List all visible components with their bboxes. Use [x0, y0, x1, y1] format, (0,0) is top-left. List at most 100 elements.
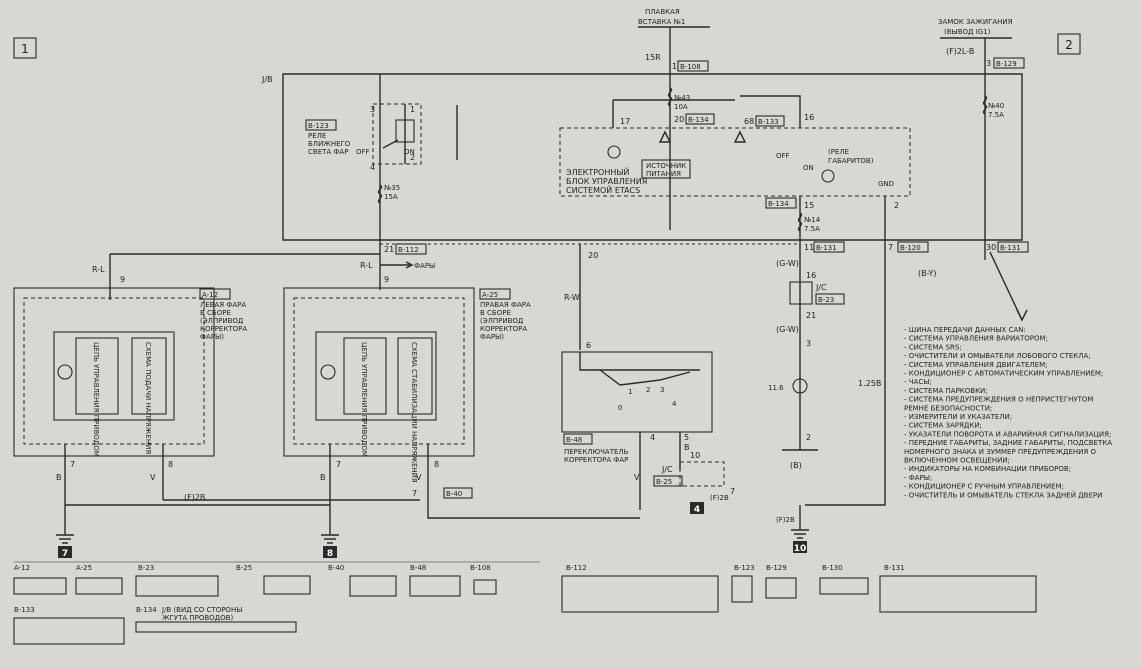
legend-b123: B-123 — [734, 564, 755, 572]
jc-b25: 10 J/C B-25 7 (F)2B 4 — [653, 451, 735, 515]
can-arrow-head — [1016, 309, 1028, 322]
svg-text:1.25B: 1.25B — [858, 379, 881, 388]
svg-text:J/C: J/C — [815, 283, 827, 292]
svg-text:J/C: J/C — [661, 465, 673, 474]
svg-text:7: 7 — [730, 487, 735, 496]
fuse43-symbol — [667, 87, 673, 107]
svg-text:ГАБАРИТОВ): ГАБАРИТОВ) — [828, 157, 874, 165]
can-list-item: - СИСТЕМА ПАРКОВКИ; — [904, 387, 988, 395]
svg-text:ФАРЫ): ФАРЫ) — [480, 333, 504, 341]
svg-text:17: 17 — [620, 117, 630, 126]
svg-text:5: 5 — [684, 433, 689, 442]
can-list-item: - СИСТЕМА ЗАРЯДКИ; — [904, 422, 982, 430]
svg-text:10A: 10A — [674, 103, 688, 111]
left-headlamp: ЦЕПЬ УПРАВЛЕНИЯ ПРИВОДОМ СХЕМА ПОДАЧИ НА… — [13, 275, 247, 525]
svg-text:GND: GND — [878, 180, 894, 188]
svg-text:2: 2 — [646, 386, 650, 394]
legend-b133: B-133 — [14, 606, 35, 614]
svg-text:РЕЛЕ: РЕЛЕ — [308, 132, 326, 140]
svg-text:ПИТАНИЯ: ПИТАНИЯ — [646, 170, 681, 178]
svg-text:20: 20 — [588, 251, 598, 260]
svg-text:V: V — [416, 473, 422, 482]
can-list-item: - СИСТЕМА ПРЕДУПРЕЖДЕНИЯ О НЕПРИСТЕГНУТО… — [904, 396, 1093, 404]
svg-text:30: 30 — [986, 243, 996, 252]
etacs-unit: 17 68 B-133 16 ИСТОЧНИК ПИТАНИЯ ЭЛЕКТРОН… — [559, 95, 911, 210]
svg-text:21: 21 — [806, 311, 816, 320]
svg-text:3: 3 — [986, 59, 991, 68]
svg-text:СХЕМА ПОДАЧИ НАПРЯЖЕНИЯ: СХЕМА ПОДАЧИ НАПРЯЖЕНИЯ — [144, 342, 152, 454]
fuse-insert-title-1: ПЛАВКАЯ — [645, 8, 680, 16]
legend-a12: A-12 — [14, 564, 30, 572]
legend-b108: B-108 — [470, 564, 491, 572]
svg-text:R-W: R-W — [564, 293, 580, 302]
svg-text:4: 4 — [650, 433, 655, 442]
svg-text:БЛИЖНЕГО: БЛИЖНЕГО — [308, 140, 351, 148]
svg-text:1: 1 — [21, 42, 29, 56]
ignition-feed: ЗАМОК ЗАЖИГАНИЯ (ВЫВОД IG1) (F)2L-B 3 B-… — [938, 18, 1025, 260]
svg-text:ПРАВАЯ ФАРА: ПРАВАЯ ФАРА — [480, 301, 531, 309]
svg-text:СВЕТА ФАР: СВЕТА ФАР — [308, 148, 348, 156]
svg-text:15: 15 — [804, 201, 814, 210]
svg-text:КОРРЕКТОРА ФАР: КОРРЕКТОРА ФАР — [564, 456, 628, 464]
svg-text:(B): (B) — [790, 461, 802, 470]
page-marker-right: 2 — [1057, 33, 1081, 55]
svg-text:БЛОК УПРАВЛЕНИЯ: БЛОК УПРАВЛЕНИЯ — [566, 177, 647, 186]
svg-text:ЦЕПЬ УПРАВЛЕНИЯ ПРИВОДОМ: ЦЕПЬ УПРАВЛЕНИЯ ПРИВОДОМ — [360, 342, 368, 457]
svg-text:(ЭЛПРИВОД: (ЭЛПРИВОД — [200, 317, 244, 325]
svg-text:(F)2L-B: (F)2L-B — [946, 47, 974, 56]
conn-b108: B-108 — [680, 63, 701, 71]
svg-text:8: 8 — [434, 460, 439, 469]
can-list-item: - ШИНА ПЕРЕДАЧИ ДАННЫХ CAN: — [904, 326, 1026, 334]
svg-text:1: 1 — [672, 62, 677, 71]
svg-text:OFF: OFF — [776, 152, 790, 160]
svg-text:OFF: OFF — [356, 148, 370, 156]
svg-text:ИСТОЧНИК: ИСТОЧНИК — [646, 162, 686, 170]
svg-text:2: 2 — [410, 153, 415, 162]
low-beam-relay: 3 1 4 2 OFF ON B-123 РЕЛЕ БЛИЖНЕГО СВЕТА… — [305, 74, 458, 230]
left-feed-lines: R-L R-L ФАРЫ R-W (G-W) (G-W) — [92, 230, 799, 334]
svg-text:СИСТЕМОЙ ETACS: СИСТЕМОЙ ETACS — [566, 184, 640, 195]
svg-text:ФАРЫ): ФАРЫ) — [200, 333, 224, 341]
fuse35-symbol — [377, 184, 383, 204]
svg-text:11: 11 — [804, 243, 814, 252]
legend-b25: B-25 — [236, 564, 252, 572]
ignition-title-2: (ВЫВОД IG1) — [944, 28, 991, 36]
svg-text:ON: ON — [404, 148, 415, 156]
svg-text:4: 4 — [672, 400, 677, 408]
conn-a25: A-25 — [482, 291, 498, 299]
legend-b130: B-130 — [822, 564, 843, 572]
conn-b40: B-40 — [446, 490, 462, 498]
can-list-item: - ПЕРЕДНИЕ ГАБАРИТЫ, ЗАДНИЕ ГАБАРИТЫ, ПО… — [904, 439, 1112, 447]
svg-text:11.6: 11.6 — [768, 384, 784, 392]
can-list-item: - СИСТЕМА УПРАВЛЕНИЯ ДВИГАТЕЛЕМ; — [904, 361, 1047, 369]
conn-b25: B-25 — [656, 478, 672, 486]
can-list-item: - ИЗМЕРИТЕЛИ И УКАЗАТЕЛИ; — [904, 413, 1012, 421]
svg-text:7: 7 — [412, 489, 417, 498]
connector-legend: A-12 A-25 B-23 B-25 B-40 B-48 B-108 B-13… — [13, 561, 1037, 645]
svg-text:8: 8 — [168, 460, 173, 469]
jc-b23-and-lamp: 16 J/C B-23 21 3 11.6 2 (B) 1.25B (F)2B … — [768, 271, 881, 554]
svg-text:10: 10 — [690, 451, 700, 460]
can-list-item: - ОЧИСТИТЕЛИ И ОМЫВАТЕЛИ ЛОБОВОГО СТЕКЛА… — [904, 352, 1091, 360]
jb-label: J/B — [261, 75, 273, 84]
conn-b120: B-120 — [900, 244, 921, 252]
can-list-item: НОМЕРНОГО ЗНАКА И ЗУММЕР ПРЕДУПРЕЖДЕНИЯ … — [904, 448, 1096, 456]
svg-text:ФАРЫ: ФАРЫ — [414, 262, 435, 270]
svg-text:КОРРЕКТОРА: КОРРЕКТОРА — [480, 325, 527, 333]
page-marker-left: 1 — [13, 37, 37, 59]
svg-text:№35: №35 — [384, 184, 400, 192]
svg-text:3: 3 — [370, 105, 375, 114]
svg-text:3: 3 — [660, 386, 664, 394]
svg-text:20: 20 — [674, 115, 684, 124]
svg-text:(G-W): (G-W) — [776, 325, 799, 334]
svg-text:21: 21 — [384, 245, 394, 254]
conn-b23: B-23 — [818, 296, 834, 304]
legend-a25: A-25 — [76, 564, 92, 572]
leveling-switch: 6 1 2 3 4 0 4 5 B-48 ПЕРЕКЛЮЧАТЕЛЬ КОРРЕ… — [561, 341, 713, 510]
svg-text:10: 10 — [794, 544, 807, 554]
svg-text:B: B — [684, 443, 690, 452]
fuse-insert-pin: 15R — [645, 53, 661, 62]
svg-text:7: 7 — [62, 549, 68, 559]
